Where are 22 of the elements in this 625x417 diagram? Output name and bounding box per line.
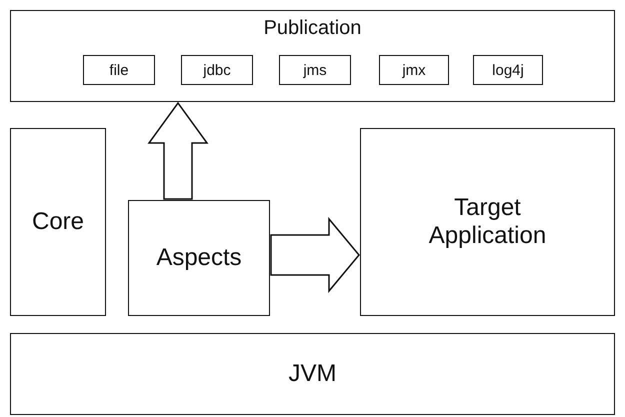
component-box bbox=[360, 128, 615, 316]
block-arrow bbox=[270, 216, 360, 294]
node-label: JVM bbox=[288, 360, 336, 388]
node-label: jmx bbox=[402, 62, 426, 78]
module-box bbox=[181, 55, 253, 85]
node-label: Aspects bbox=[156, 244, 242, 272]
component-box bbox=[10, 128, 106, 316]
node-label: Core bbox=[32, 208, 84, 236]
node-label: log4j bbox=[492, 62, 524, 78]
module-box bbox=[83, 55, 155, 85]
layer-box bbox=[10, 333, 615, 415]
module-box bbox=[473, 55, 543, 85]
component-box bbox=[128, 200, 270, 316]
module-box bbox=[279, 55, 351, 85]
layer-box bbox=[10, 10, 615, 102]
module-box bbox=[379, 55, 449, 85]
node-label: Publication bbox=[264, 17, 362, 40]
node-label: Target Application bbox=[428, 194, 548, 250]
node-label: file bbox=[109, 62, 129, 78]
node-label: jdbc bbox=[203, 62, 231, 78]
block-arrow bbox=[148, 102, 208, 200]
node-label: jms bbox=[303, 62, 327, 78]
